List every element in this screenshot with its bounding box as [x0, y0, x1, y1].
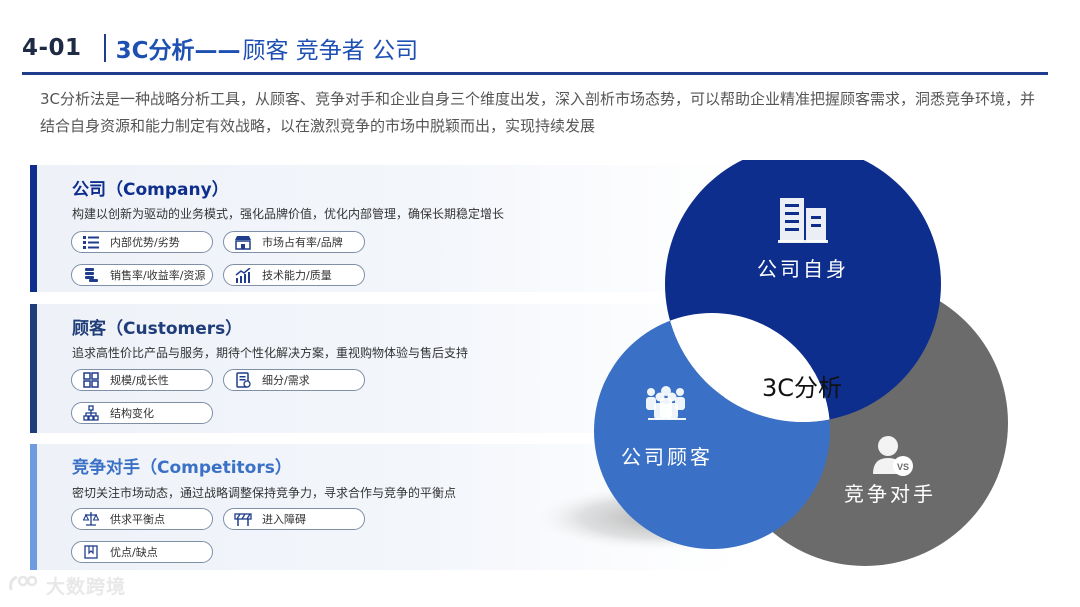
store-icon — [234, 234, 252, 250]
pill-market-share: 市场占有率/品牌 — [223, 231, 365, 253]
card-title: 竞争对手（Competitors） — [72, 458, 292, 478]
card-description: 追求高性价比产品与服务，期待个性化解决方案，重视购物体验与售后支持 — [72, 346, 469, 360]
pill-label: 规模/成长性 — [110, 374, 169, 387]
pill-segment-demand: 细分/需求 — [223, 369, 365, 391]
venn-diagram: VS 公司自身 公司顾客 竞争对手 3C分析 — [530, 146, 1080, 590]
pill-label: 内部优势/劣势 — [110, 236, 180, 249]
pill-label: 细分/需求 — [262, 374, 310, 387]
page-title: 3C分析—— — [115, 38, 241, 64]
watermark-text: 大数跨境 — [46, 576, 127, 598]
page-subtitle: 顾客 竞争者 公司 — [242, 38, 419, 64]
pill-label: 优点/缺点 — [110, 546, 158, 559]
card-accent-bar — [30, 165, 37, 292]
pill-label: 技术能力/质量 — [262, 269, 332, 282]
card-description: 密切关注市场动态，通过战略调整保持竞争力，寻求合作与竞争的平衡点 — [72, 486, 457, 500]
list-icon — [82, 234, 100, 250]
pill-label: 供求平衡点 — [110, 513, 165, 526]
pill-internal-strengths: 内部优势/劣势 — [71, 231, 213, 253]
growth-chart-icon — [234, 267, 252, 283]
pill-tech-capability: 技术能力/质量 — [223, 264, 365, 286]
scale-icon — [82, 511, 100, 527]
bookmark-icon — [82, 544, 100, 560]
pill-sales-rate: 销售率/收益率/资源 — [71, 264, 213, 286]
card-accent-bar — [30, 444, 37, 570]
pill-scale-growth: 规模/成长性 — [71, 369, 213, 391]
card-company: 公司（Company） 构建以创新为驱动的业务模式，强化品牌价值，优化内部管理，… — [30, 165, 740, 292]
pill-structure-change: 结构变化 — [71, 402, 213, 424]
document-icon — [234, 372, 252, 388]
competitor-vs-icon: VS — [873, 436, 913, 476]
pill-label: 结构变化 — [110, 407, 154, 420]
pill-entry-barrier: 进入障碍 — [223, 508, 365, 530]
page-header: 4-01 3C分析—— 顾客 竞争者 公司 — [22, 28, 418, 68]
venn-label-center: 3C分析 — [762, 374, 842, 402]
venn-label-customers: 公司顾客 — [621, 445, 713, 469]
watermark: 大数跨境 — [8, 572, 126, 599]
grid-icon — [82, 372, 100, 388]
section-number: 4-01 — [22, 35, 82, 61]
card-accent-bar — [30, 304, 37, 433]
svg-text:VS: VS — [897, 462, 909, 472]
barrier-icon — [234, 511, 252, 527]
pill-label: 市场占有率/品牌 — [262, 236, 343, 249]
intro-text: 3C分析法是一种战略分析工具，从顾客、竞争对手和企业自身三个维度出发，深入剖析市… — [40, 90, 1036, 135]
pill-supply-balance: 供求平衡点 — [71, 508, 213, 530]
card-description: 构建以创新为驱动的业务模式，强化品牌价值，优化内部管理，确保长期稳定增长 — [72, 207, 505, 221]
card-title: 顾客（Customers） — [72, 319, 243, 339]
coins-icon — [82, 267, 100, 283]
pill-label: 进入障碍 — [262, 513, 306, 526]
pill-label: 销售率/收益率/资源 — [110, 269, 206, 282]
venn-label-company: 公司自身 — [757, 257, 849, 281]
pill-pros-cons: 优点/缺点 — [71, 541, 213, 563]
venn-label-competitors: 竞争对手 — [844, 482, 936, 506]
hierarchy-icon — [82, 405, 100, 421]
title-divider — [103, 34, 106, 62]
watermark-logo-icon — [8, 572, 40, 599]
card-title: 公司（Company） — [72, 180, 229, 200]
header-rule — [22, 72, 1048, 75]
venn-center-overlap — [665, 313, 830, 422]
customers-icon — [646, 386, 686, 420]
